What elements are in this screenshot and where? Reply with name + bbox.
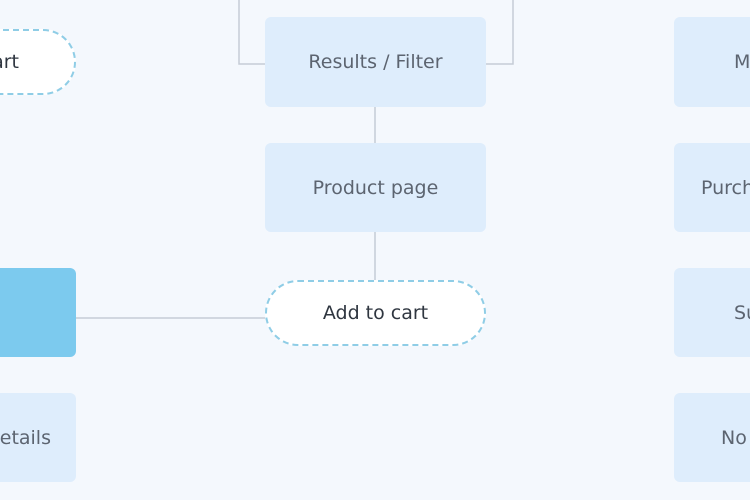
node-right-4[interactable]: No xyxy=(674,393,750,482)
node-product-page[interactable]: Product page xyxy=(265,143,486,232)
node-add-to-cart-label: Add to cart xyxy=(322,302,429,324)
node-details-left[interactable]: etails xyxy=(0,393,76,482)
node-highlight-left[interactable] xyxy=(0,268,76,357)
node-right-3[interactable]: Su xyxy=(674,268,750,357)
node-cart-left[interactable]: art xyxy=(0,29,76,95)
node-right-1-label: M xyxy=(734,51,750,73)
node-right-2[interactable]: Purch xyxy=(674,143,750,232)
node-results-filter[interactable]: Results / Filter xyxy=(265,17,486,107)
node-right-1[interactable]: M xyxy=(674,17,750,107)
node-details-left-label: etails xyxy=(0,426,51,449)
node-right-2-label: Purch xyxy=(701,176,750,199)
node-cart-left-label: art xyxy=(0,51,19,73)
node-add-to-cart[interactable]: Add to cart xyxy=(265,280,486,346)
node-right-3-label: Su xyxy=(734,301,750,324)
connector-top-right xyxy=(486,0,514,65)
node-right-4-label: No xyxy=(721,426,747,449)
node-product-page-label: Product page xyxy=(312,176,439,199)
node-results-filter-label: Results / Filter xyxy=(308,51,443,73)
connector-top-left xyxy=(238,0,265,65)
